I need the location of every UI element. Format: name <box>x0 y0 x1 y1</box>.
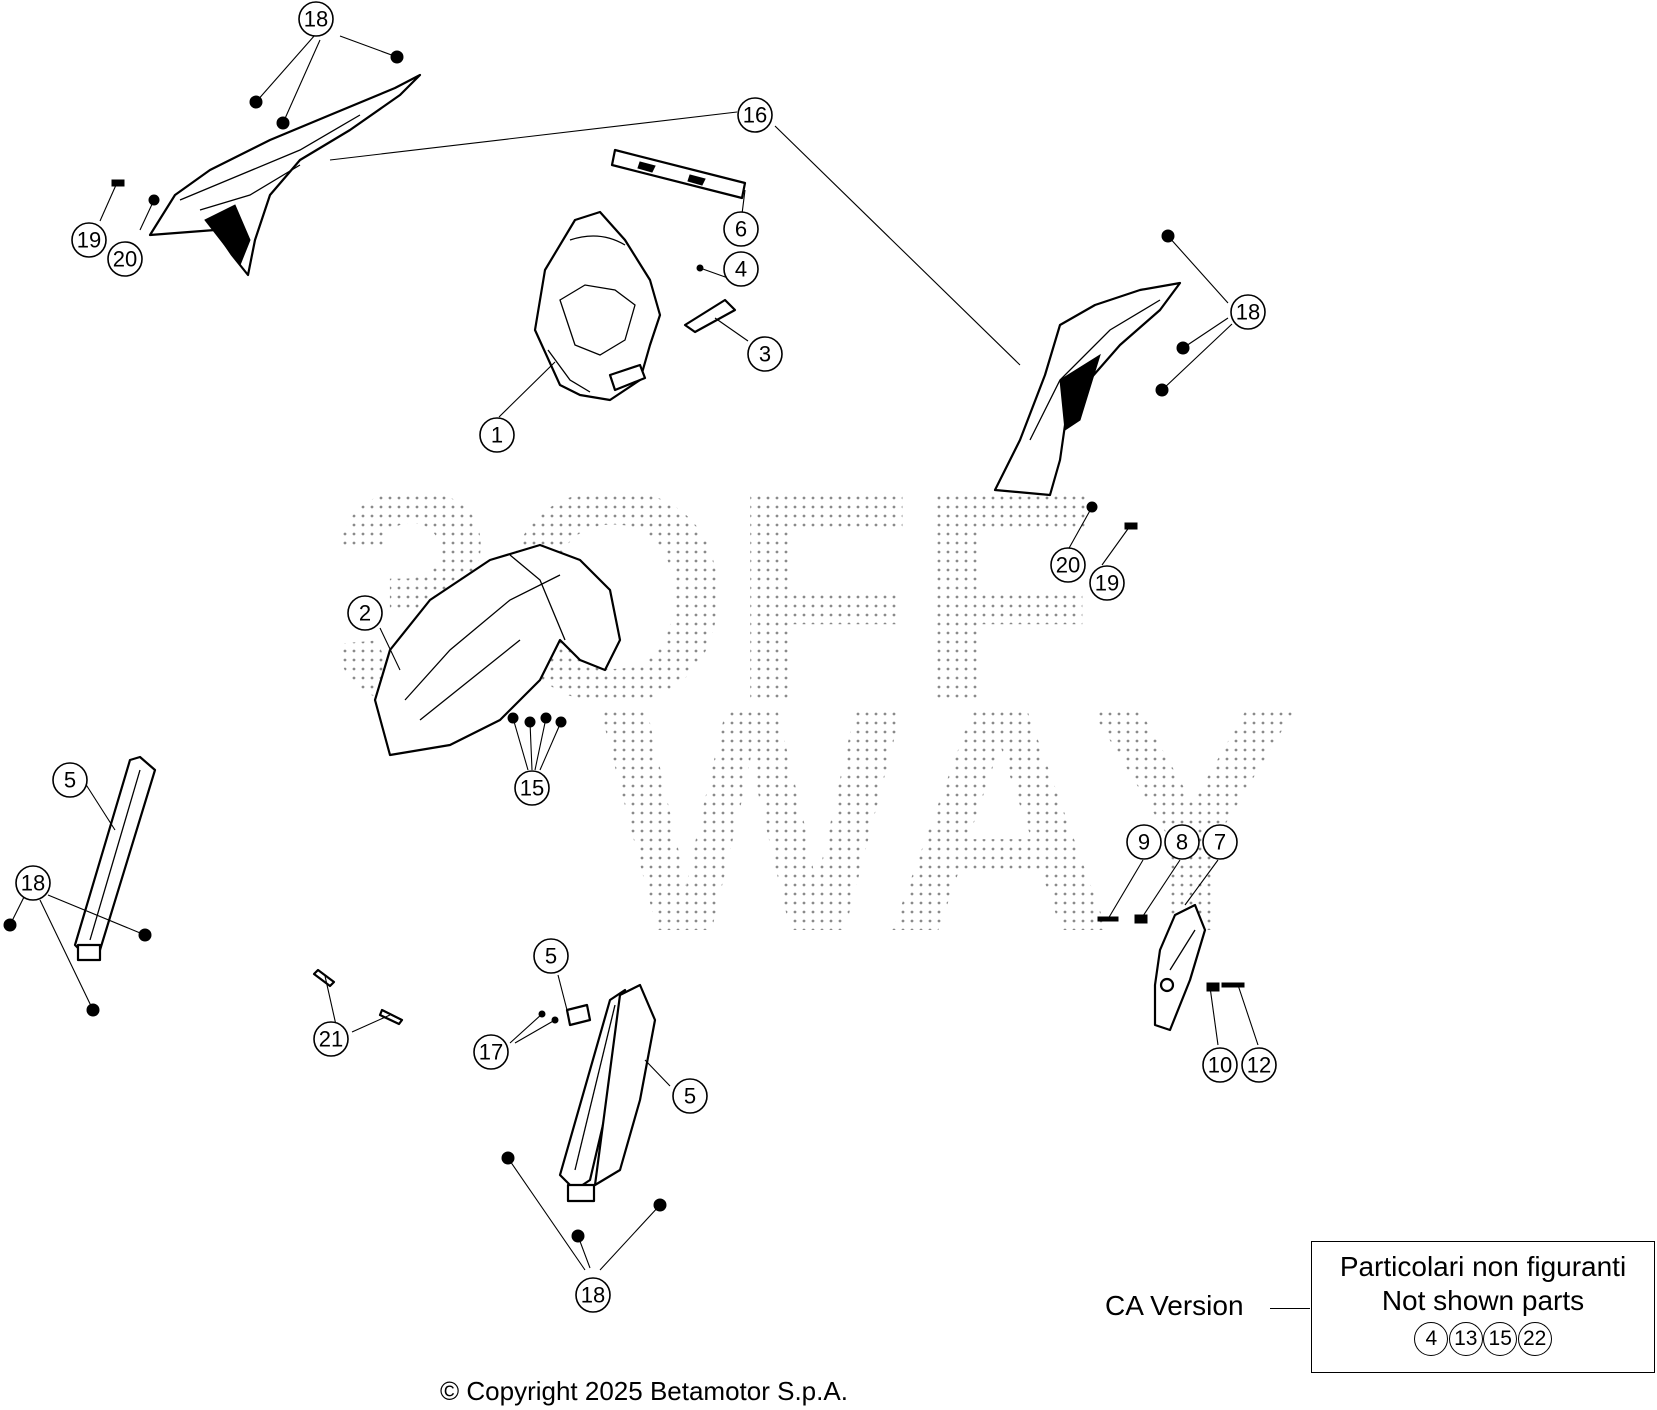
svg-text:9: 9 <box>1138 830 1150 855</box>
callout-21: 21 <box>313 1021 349 1057</box>
callout-9: 9 <box>1126 824 1162 860</box>
callout-3: 3 <box>747 336 783 372</box>
svg-text:20: 20 <box>113 247 137 272</box>
callout-5-fork: 5 <box>533 938 569 974</box>
callout-20-right: 20 <box>1050 547 1086 583</box>
callout-17: 17 <box>473 1034 509 1070</box>
sticker-small-b <box>378 1008 404 1026</box>
ref-4: 4 <box>1414 1322 1449 1356</box>
callout-12: 12 <box>1241 1047 1277 1083</box>
svg-text:7: 7 <box>1214 830 1226 855</box>
callout-2: 2 <box>347 595 383 631</box>
svg-text:20: 20 <box>1056 553 1080 578</box>
not-shown-italian: Particolari non figuranti <box>1339 1251 1627 1282</box>
callout-18-left: 18 <box>15 865 51 901</box>
sticker <box>683 298 737 334</box>
svg-text:12: 12 <box>1247 1053 1271 1078</box>
callout-5-left: 5 <box>52 762 88 798</box>
callout-5-guard: 5 <box>672 1078 708 1114</box>
svg-text:5: 5 <box>64 768 76 793</box>
callout-18-bottom: 18 <box>575 1277 611 1313</box>
callout-10: 10 <box>1202 1047 1238 1083</box>
sticker-small-a <box>312 968 336 988</box>
svg-text:18: 18 <box>1236 300 1260 325</box>
callout-15: 15 <box>514 770 550 806</box>
callout-19-left: 19 <box>71 222 107 258</box>
front-fender <box>373 543 622 757</box>
not-shown-refs: 4 13 15 22 <box>1312 1322 1654 1356</box>
ca-version-leader <box>1270 1308 1310 1309</box>
callout-20-left: 20 <box>107 241 143 277</box>
svg-text:18: 18 <box>304 7 328 32</box>
leader-lines <box>9 34 1259 1271</box>
chain-guide <box>1153 903 1207 1032</box>
callout-18-top: 18 <box>298 1 334 37</box>
callout-7: 7 <box>1202 824 1238 860</box>
fork-guard-right <box>558 983 657 1203</box>
svg-text:6: 6 <box>735 217 747 242</box>
svg-text:21: 21 <box>319 1027 343 1052</box>
ref-15: 15 <box>1483 1322 1518 1356</box>
callout-16: 16 <box>737 97 773 133</box>
svg-text:5: 5 <box>545 944 557 969</box>
svg-text:16: 16 <box>743 103 767 128</box>
svg-text:2: 2 <box>359 601 371 626</box>
ca-version-label: CA Version <box>1105 1290 1244 1321</box>
callout-19-right: 19 <box>1089 565 1125 601</box>
svg-text:19: 19 <box>77 228 101 253</box>
ref-13: 13 <box>1448 1322 1483 1356</box>
side-panel-right <box>993 281 1182 497</box>
svg-text:18: 18 <box>21 871 45 896</box>
svg-text:10: 10 <box>1208 1053 1232 1078</box>
svg-text:1: 1 <box>491 423 503 448</box>
side-panel-left <box>148 73 422 277</box>
callout-8: 8 <box>1164 824 1200 860</box>
svg-text:5: 5 <box>684 1084 696 1109</box>
svg-text:18: 18 <box>581 1283 605 1308</box>
not-shown-parts-box: Particolari non figuranti Not shown part… <box>1311 1241 1655 1373</box>
svg-text:17: 17 <box>479 1040 503 1065</box>
headlight-mask <box>533 210 662 402</box>
svg-text:4: 4 <box>735 257 747 282</box>
ref-22: 22 <box>1517 1322 1552 1356</box>
callouts: 18 16 19 20 6 4 3 1 18 20 19 2 15 5 18 9… <box>15 1 1277 1313</box>
not-shown-english: Not shown parts <box>1381 1285 1585 1316</box>
svg-text:15: 15 <box>520 776 544 801</box>
callout-6: 6 <box>723 211 759 247</box>
svg-text:8: 8 <box>1176 830 1188 855</box>
callout-18-right: 18 <box>1230 294 1266 330</box>
callout-4: 4 <box>723 251 759 287</box>
foam-strip <box>610 148 747 200</box>
svg-text:19: 19 <box>1095 571 1119 596</box>
callout-1: 1 <box>479 417 515 453</box>
copyright-notice: © Copyright 2025 Betamotor S.p.A. <box>440 1376 848 1406</box>
svg-text:3: 3 <box>759 342 771 367</box>
fork-guard-left <box>73 755 157 962</box>
